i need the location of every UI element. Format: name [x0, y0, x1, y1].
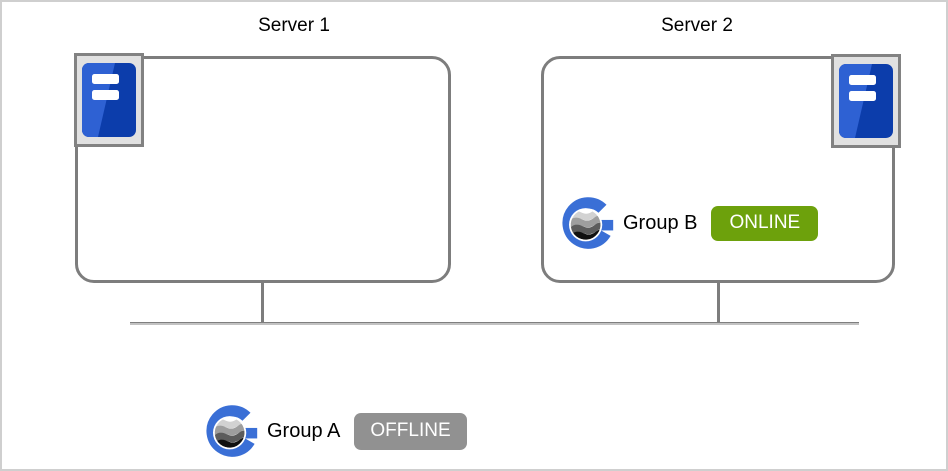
group-b-status-badge: ONLINE [711, 205, 819, 241]
server2-connector-line [717, 283, 720, 324]
cluster-group-icon [562, 195, 618, 251]
server1-connector-line [261, 283, 264, 324]
cluster-group-icon [206, 403, 262, 459]
group-a-label: Group A [267, 419, 341, 442]
server1-title: Server 1 [258, 15, 330, 36]
server2-title: Server 2 [661, 15, 733, 36]
group-a-status-badge: OFFLINE [354, 412, 467, 450]
server-tower-icon [74, 53, 144, 147]
group-a-row: Group A OFFLINE [206, 403, 467, 459]
network-bus-line [130, 322, 859, 325]
group-b-row: Group B ONLINE [562, 195, 819, 251]
server-tower-icon [831, 54, 901, 148]
group-b-label: Group B [623, 211, 698, 234]
